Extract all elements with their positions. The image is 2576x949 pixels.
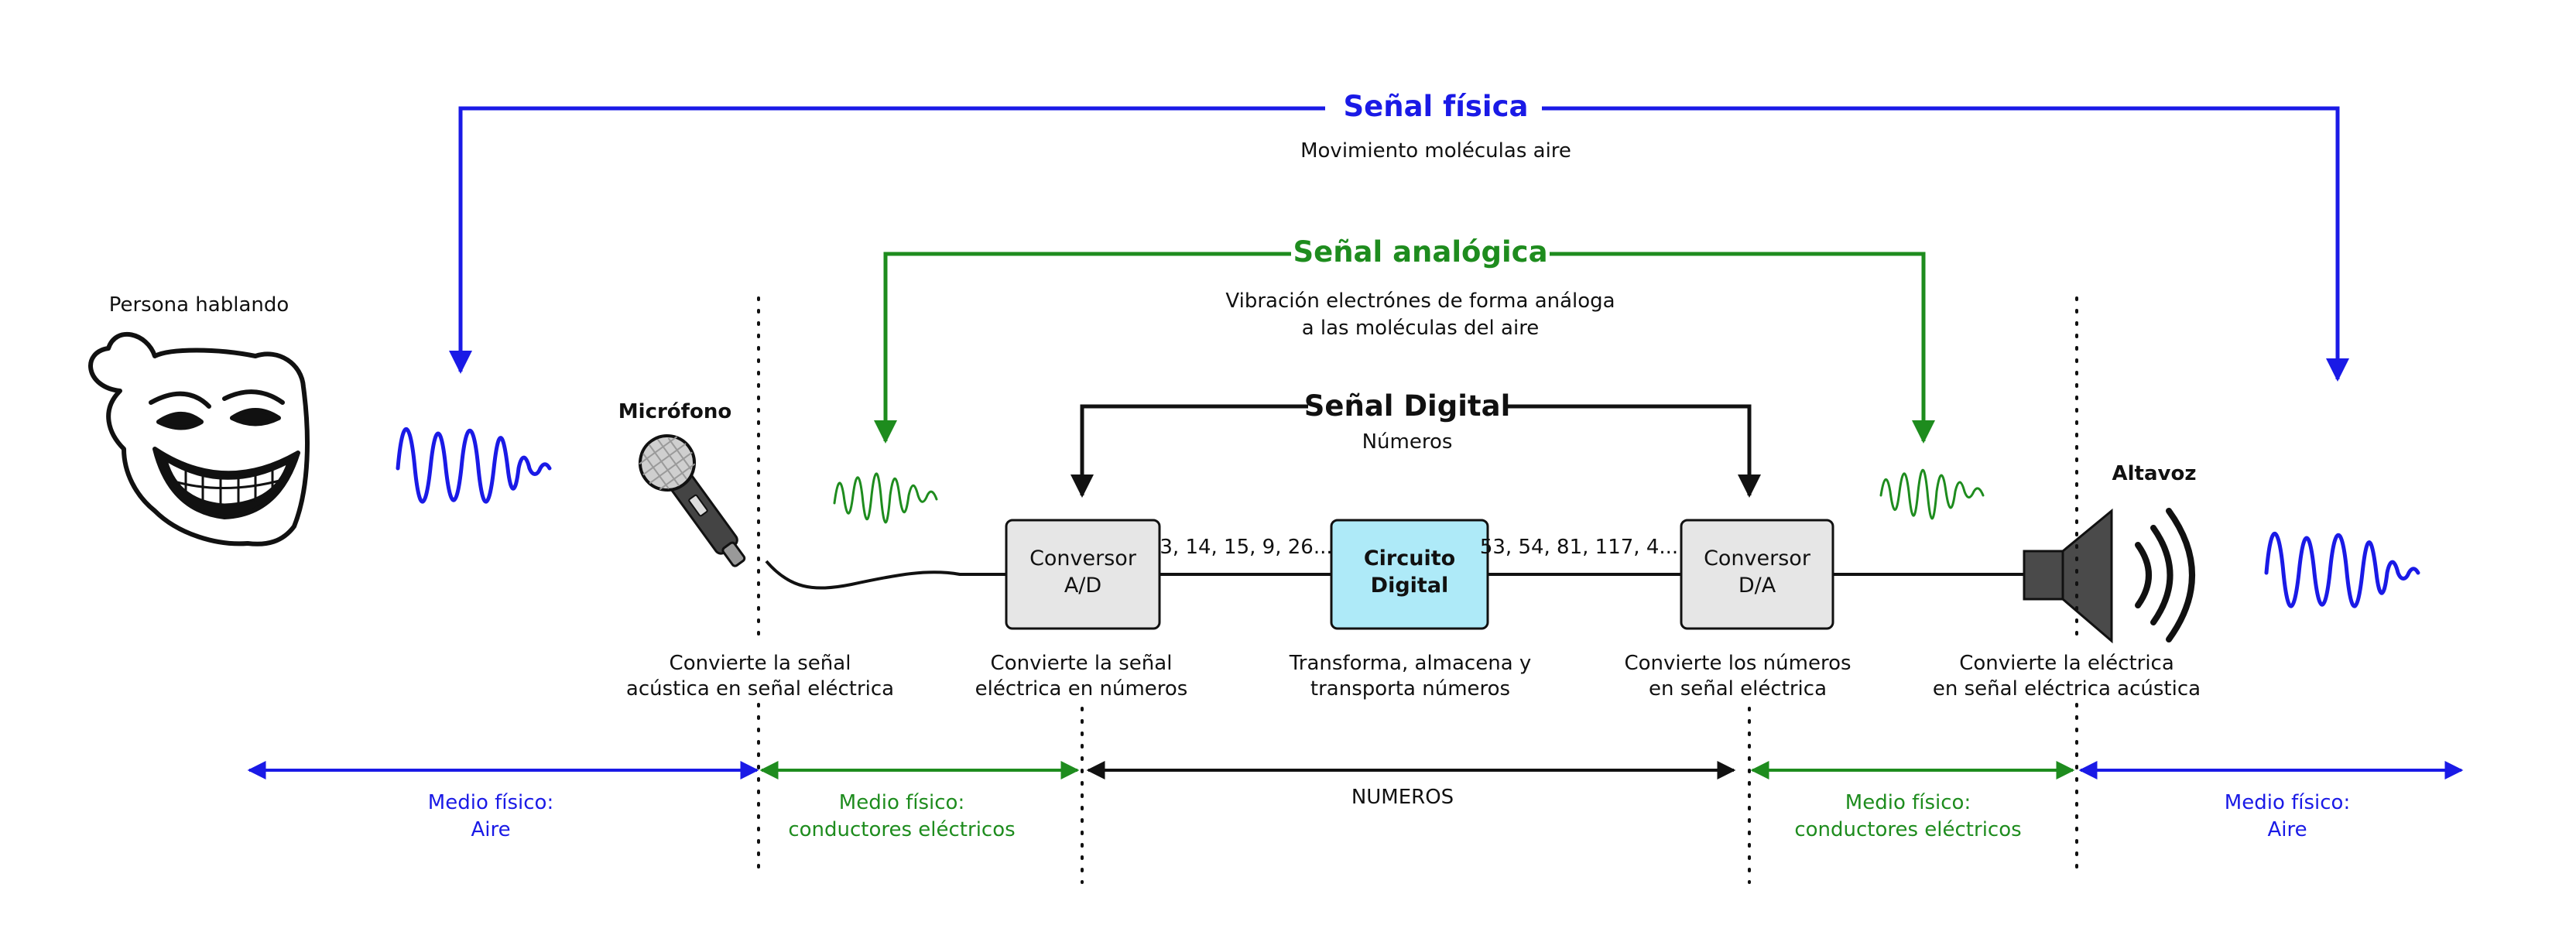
desc-circuit-2: transporta números — [1310, 677, 1510, 701]
digital-title: Señal Digital — [1304, 389, 1511, 423]
circuit-line1: Circuito — [1364, 546, 1455, 570]
waveform-analogica-right — [1879, 468, 1985, 520]
media-aire-left-2: Aire — [471, 818, 510, 841]
media-cond-right-1: Medio físico: — [1845, 791, 1971, 814]
desc-mic-1: Convierte la señal — [670, 652, 851, 675]
waveform-fisica-left — [396, 427, 552, 504]
media-aire-left-1: Medio físico: — [428, 791, 553, 814]
microphone-icon — [639, 434, 1006, 590]
circuit-line2: Digital — [1371, 574, 1449, 598]
desc-mic-2: acústica en señal eléctrica — [626, 677, 894, 701]
desc-speaker-2: en señal eléctrica acústica — [1933, 677, 2201, 701]
desc-circuit-1: Transforma, almacena y — [1289, 652, 1532, 675]
desc-speaker-1: Convierte la eléctrica — [1959, 652, 2174, 675]
desc-da-1: Convierte los números — [1624, 652, 1851, 675]
microphone-label: Micrófono — [618, 400, 731, 423]
speaker-icon — [2023, 508, 2195, 644]
fisica-bracket — [449, 106, 2349, 382]
media-cond-right-2: conductores eléctricos — [1794, 818, 2021, 841]
ad-line1: Conversor — [1029, 546, 1137, 570]
fisica-subtitle: Movimiento moléculas aire — [1300, 139, 1571, 163]
ad-converter-box — [1005, 519, 1161, 630]
analogica-subtitle-1: Vibración electrónes de forma análoga — [1225, 289, 1615, 313]
media-aire-right-1: Medio físico: — [2225, 791, 2350, 814]
numbers-right: 53, 54, 81, 117, 4... — [1480, 536, 1678, 559]
analogica-title: Señal analógica — [1293, 235, 1547, 269]
troll-face-icon — [88, 332, 310, 546]
media-aire-right-2: Aire — [2267, 818, 2307, 841]
media-cond-left-1: Medio físico: — [839, 791, 964, 814]
waveform-fisica-right — [2264, 532, 2420, 608]
digital-subtitle: Números — [1362, 430, 1453, 454]
analogica-bracket — [874, 252, 1935, 444]
da-line1: Conversor — [1704, 546, 1811, 570]
speaker-label: Altavoz — [2112, 462, 2197, 485]
da-line2: D/A — [1738, 574, 1776, 598]
person-label: Persona hablando — [109, 293, 289, 317]
desc-ad-1: Convierte la señal — [991, 652, 1173, 675]
fisica-title: Señal física — [1343, 90, 1528, 123]
desc-da-2: en señal eléctrica — [1649, 677, 1827, 701]
digital-bracket — [1070, 404, 1761, 498]
waveform-analogica-left — [833, 472, 938, 524]
desc-ad-2: eléctrica en números — [975, 677, 1188, 701]
dotted-separators — [757, 296, 2078, 884]
ad-line2: A/D — [1064, 574, 1101, 598]
media-numeros: NUMEROS — [1351, 786, 1454, 809]
da-converter-box — [1680, 519, 1834, 630]
digital-circuit-box — [1330, 519, 1489, 630]
analogica-subtitle-2: a las moléculas del aire — [1302, 317, 1540, 340]
media-cond-left-2: conductores eléctricos — [788, 818, 1015, 841]
numbers-left: 3, 14, 15, 9, 26... — [1160, 536, 1332, 559]
